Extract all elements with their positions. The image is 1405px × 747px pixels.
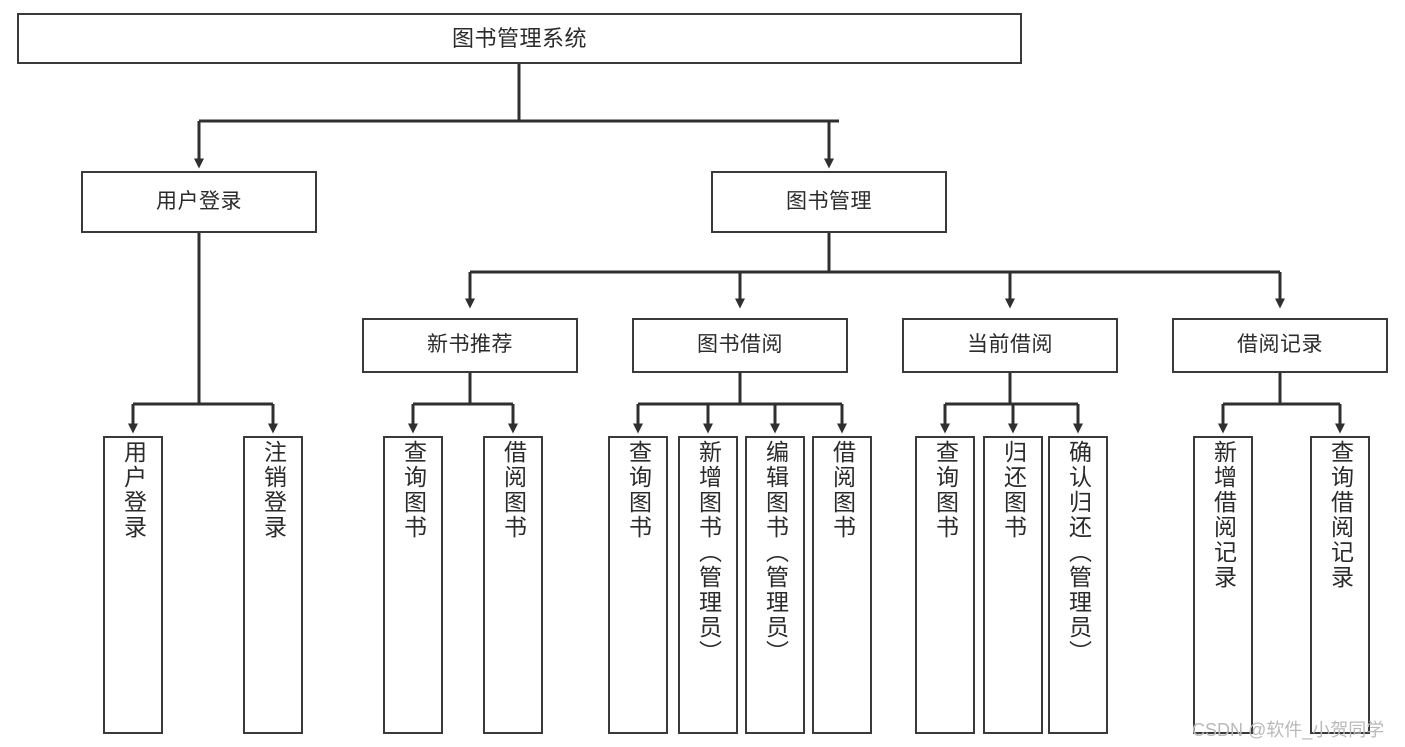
node-label: 用户登录 xyxy=(156,189,242,213)
leaf-borrow-add-book-admin[interactable]: 新增图书（管理员） xyxy=(678,436,738,734)
node-label: 借阅图书 xyxy=(829,440,856,540)
node-label: 新增图书（管理员） xyxy=(695,440,722,665)
node-current-borrow[interactable]: 当前借阅 xyxy=(902,318,1118,373)
node-label: 图书管理系统 xyxy=(451,25,587,51)
node-label: 查询图书 xyxy=(932,440,959,540)
leaf-borrow-borrow-book[interactable]: 借阅图书 xyxy=(812,436,872,734)
node-label: 归还图书 xyxy=(1000,440,1027,540)
leaf-user-login-login[interactable]: 用户登录 xyxy=(103,436,163,734)
leaf-records-add-record[interactable]: 新增借阅记录 xyxy=(1193,436,1253,734)
leaf-borrow-edit-book-admin[interactable]: 编辑图书（管理员） xyxy=(745,436,805,734)
node-label: 新增借阅记录 xyxy=(1210,440,1237,590)
node-root-system[interactable]: 图书管理系统 xyxy=(17,13,1022,64)
node-label: 确认归还（管理员） xyxy=(1065,440,1092,665)
node-book-borrow[interactable]: 图书借阅 xyxy=(632,318,848,373)
leaf-borrow-query-book[interactable]: 查询图书 xyxy=(608,436,668,734)
node-label: 借阅图书 xyxy=(500,440,527,540)
leaf-records-query-record[interactable]: 查询借阅记录 xyxy=(1310,436,1370,734)
node-label: 新书推荐 xyxy=(427,333,513,357)
leaf-current-confirm-return-admin[interactable]: 确认归还（管理员） xyxy=(1048,436,1108,734)
node-label: 查询图书 xyxy=(400,440,427,540)
node-user-login[interactable]: 用户登录 xyxy=(81,171,317,233)
node-book-management[interactable]: 图书管理 xyxy=(711,171,947,233)
node-label: 借阅记录 xyxy=(1237,333,1323,357)
node-label: 图书管理 xyxy=(786,189,872,213)
node-label: 用户登录 xyxy=(120,440,147,540)
node-new-book-recommend[interactable]: 新书推荐 xyxy=(362,318,578,373)
node-label: 注销登录 xyxy=(260,440,287,540)
leaf-recommend-borrow-book[interactable]: 借阅图书 xyxy=(483,436,543,734)
node-borrow-records[interactable]: 借阅记录 xyxy=(1172,318,1388,373)
watermark-text: CSDN @软件_小贺同学 xyxy=(1192,720,1385,740)
leaf-user-login-logout[interactable]: 注销登录 xyxy=(243,436,303,734)
leaf-recommend-query-book[interactable]: 查询图书 xyxy=(383,436,443,734)
leaf-current-return-book[interactable]: 归还图书 xyxy=(983,436,1043,734)
node-label: 查询图书 xyxy=(625,440,652,540)
node-label: 查询借阅记录 xyxy=(1327,440,1354,590)
node-label: 编辑图书（管理员） xyxy=(762,440,789,665)
node-label: 图书借阅 xyxy=(697,333,783,357)
node-label: 当前借阅 xyxy=(967,333,1053,357)
leaf-current-query-book[interactable]: 查询图书 xyxy=(915,436,975,734)
